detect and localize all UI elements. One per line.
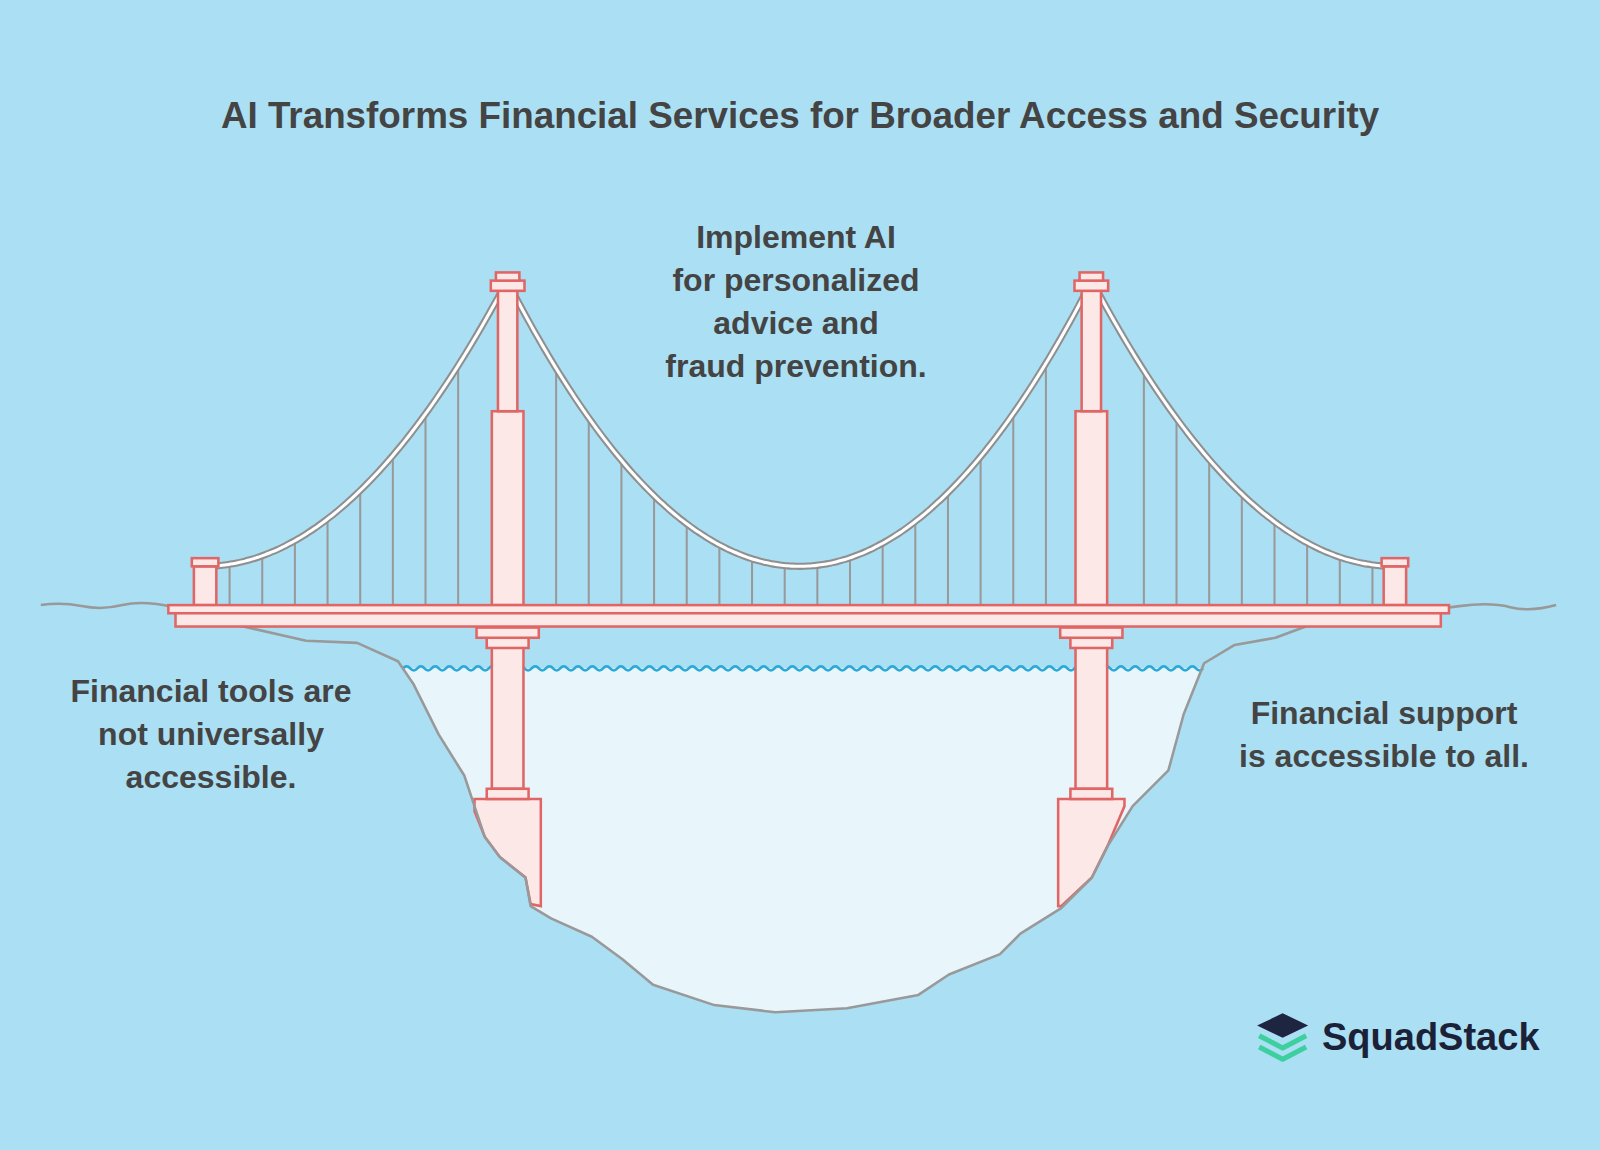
bridge-deck	[168, 605, 1449, 626]
suspender	[1012, 414, 1014, 606]
bridge-piers	[474, 628, 1124, 907]
suspender	[849, 558, 851, 605]
suspender	[751, 559, 753, 605]
bridge-caption: Implement AI for personalized advice and…	[646, 216, 946, 388]
suspender	[914, 521, 916, 605]
suspender	[816, 565, 818, 605]
suspender	[1339, 557, 1341, 605]
start-caption: Financial tools are not universally acce…	[46, 670, 376, 799]
suspender	[294, 541, 296, 605]
suspender	[424, 414, 426, 605]
suspender	[1176, 418, 1178, 605]
logo-icon	[1257, 1013, 1308, 1059]
suspender	[1306, 543, 1308, 605]
brand-name: SquadStack	[1322, 1016, 1540, 1059]
suspender	[686, 524, 688, 605]
suspender	[784, 566, 786, 606]
suspender	[718, 545, 720, 605]
suspender	[327, 519, 329, 605]
suspender	[588, 418, 590, 605]
suspender	[882, 543, 884, 605]
suspender	[947, 493, 949, 605]
suspender	[555, 368, 557, 605]
suspender	[1045, 363, 1047, 605]
gorge-water	[179, 668, 1429, 1012]
suspender	[392, 455, 394, 605]
suspender	[1371, 565, 1373, 605]
terrain-outline	[41, 603, 1556, 1012]
suspender	[620, 460, 622, 605]
suspender	[457, 366, 459, 606]
diagram-title: AI Transforms Financial Services for Bro…	[0, 95, 1600, 137]
end-caption: Financial support is accessible to all.	[1219, 692, 1549, 778]
suspender	[261, 556, 263, 605]
suspender	[1143, 371, 1145, 606]
suspender	[1273, 522, 1275, 605]
suspender	[229, 564, 231, 605]
suspender	[359, 491, 361, 606]
suspender	[1208, 459, 1210, 605]
suspender	[653, 496, 655, 605]
suspender	[980, 457, 982, 605]
suspender	[1241, 494, 1243, 605]
